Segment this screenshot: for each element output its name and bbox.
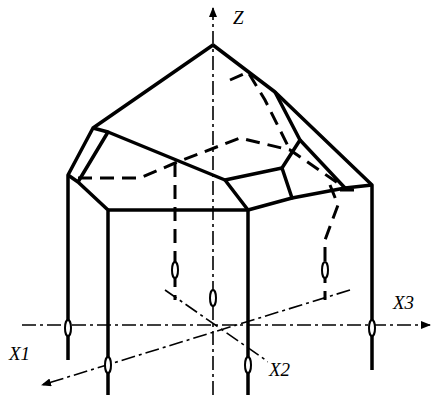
axis-label: Z: [232, 8, 245, 27]
axis-label: X1: [8, 344, 31, 363]
axis-label: X3: [392, 293, 415, 312]
hidden-edges: [78, 72, 360, 300]
axis-label: X2: [268, 360, 291, 379]
visible-edges: [68, 45, 372, 395]
insulators: [65, 262, 375, 373]
axes: [22, 8, 430, 395]
